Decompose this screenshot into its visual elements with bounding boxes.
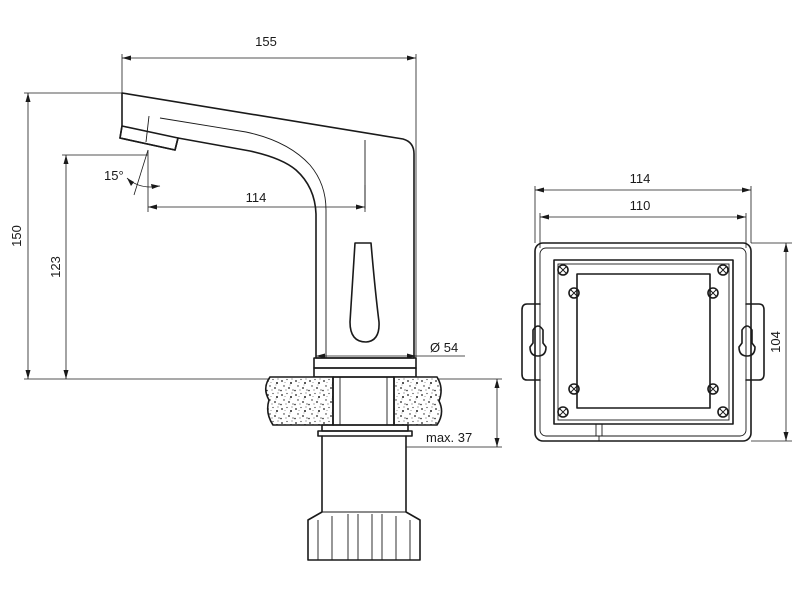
countertop-left xyxy=(264,376,334,426)
dim-total-height: 150 xyxy=(9,225,24,247)
box-cover-plate xyxy=(576,273,711,409)
dim-spout-reach: 114 xyxy=(246,190,267,205)
dim-total-length: 155 xyxy=(255,34,277,49)
screw-cover-bottom-right xyxy=(707,383,719,395)
faucet-inner-contour xyxy=(159,117,327,358)
box-ear-right xyxy=(745,303,765,381)
sensor-window xyxy=(349,242,380,343)
screw-cover-bottom-left xyxy=(568,383,580,395)
faucet-body-outline xyxy=(119,92,415,359)
connection-body xyxy=(307,435,421,561)
keyhole-slot-right xyxy=(738,325,756,357)
box-dimensions: 114 110 104 xyxy=(534,171,792,442)
box-inner-plate xyxy=(553,259,734,425)
screw-bottom-right xyxy=(717,406,729,418)
dim-box-height: 104 xyxy=(768,331,783,353)
screw-cover-top-left xyxy=(568,287,580,299)
keyhole-slot-left xyxy=(529,325,547,357)
screw-cover-top-right xyxy=(707,287,719,299)
aerator xyxy=(119,125,179,151)
mounting-box-view xyxy=(521,242,765,442)
dim-spout-height: 123 xyxy=(48,256,63,278)
dim-max-thickness: max. 37 xyxy=(426,430,472,445)
screw-bottom-left xyxy=(557,406,569,418)
screw-top-left xyxy=(557,264,569,276)
dim-base-diameter: Ø 54 xyxy=(430,340,458,355)
dim-spout-angle: 15° xyxy=(104,168,124,183)
screw-top-right xyxy=(717,264,729,276)
mounting-washer xyxy=(321,424,409,432)
faucet-base-collar xyxy=(313,357,417,369)
faucet-side-view xyxy=(119,92,443,561)
box-outer-frame xyxy=(534,242,752,442)
countertop-right xyxy=(393,376,443,426)
box-ear-left xyxy=(521,303,541,381)
dim-box-inner-width: 110 xyxy=(630,198,651,213)
faucet-dimensions: 155 114 150 123 15° Ø 54 xyxy=(9,34,502,448)
dim-box-outer-width: 114 xyxy=(630,171,651,186)
